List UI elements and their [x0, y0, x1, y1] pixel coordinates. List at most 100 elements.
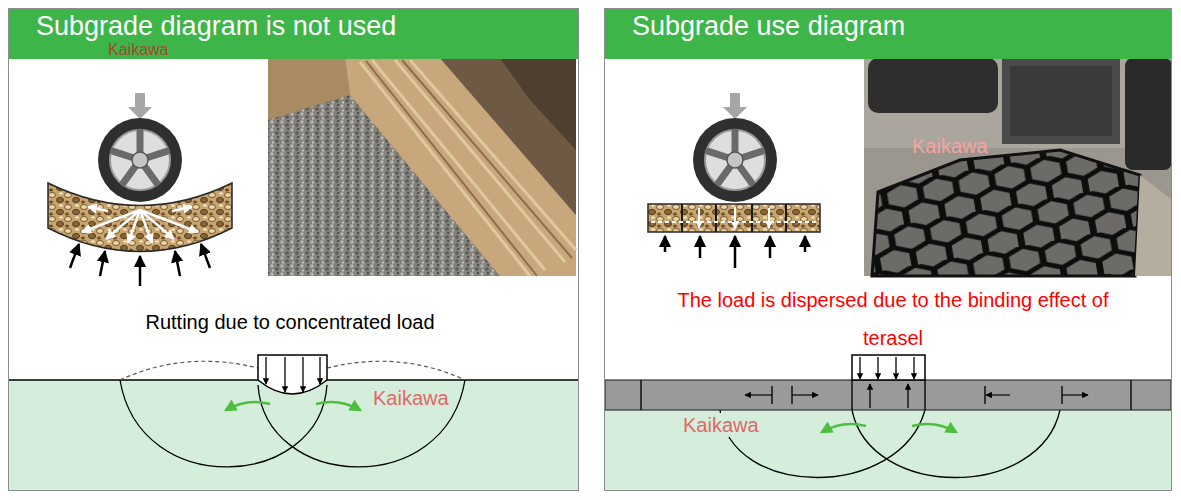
left-wheel-illustration-part: [140, 210, 174, 239]
rutting-photo-part: [268, 58, 576, 276]
rutting-photo-part: [345, 58, 576, 276]
left-wheel-illustration-part: [128, 93, 152, 119]
failure-diagram-left-part: [265, 357, 266, 384]
right-wheel-illustration-part: [768, 208, 770, 228]
note-text: Rutting due to concentrated load: [100, 310, 480, 334]
failure-diagram-right-part: [822, 424, 866, 432]
watermark-text: Kaikawa: [108, 40, 168, 59]
failure-diagram-right-part: [852, 355, 925, 380]
left-wheel-illustration-part: [70, 244, 79, 268]
left-wheel-illustration-part: [98, 118, 182, 202]
left-wheel-illustration-part: [201, 244, 210, 268]
geocell-photo-part: [868, 58, 998, 113]
right-wheel-illustration-part: [804, 236, 807, 252]
geocell-photo-part: [1135, 175, 1172, 276]
right-wheel-illustration-part: [665, 236, 805, 268]
left-wheel-illustration-part: [110, 130, 170, 190]
failure-diagram-right-part: [859, 357, 860, 379]
right-wheel-illustration-part: [693, 118, 777, 202]
rutting-photo-part: [440, 58, 576, 215]
watermark-text: Kaikawa: [370, 386, 452, 410]
failure-diagram-right-part: [745, 394, 772, 395]
right-wheel-illustration-part: [769, 236, 772, 258]
failure-diagram-left-part: [266, 357, 320, 392]
left-wheel-illustration-part: [113, 132, 166, 183]
geocell-photo-part: [864, 140, 1172, 276]
failure-diagram-left-part: [316, 402, 360, 410]
right-wheel-illustration-part: [734, 236, 737, 268]
right-wheel-illustration-part: [705, 130, 765, 190]
failure-diagram-right-part: [640, 380, 642, 410]
failure-diagram-right-part: [852, 410, 1060, 478]
right-wheel-illustration-part: [785, 204, 787, 232]
note-text: The load is dispersed due to the binding…: [658, 281, 1128, 357]
geocell-photo-part: [864, 58, 1172, 276]
rutting-photo: [268, 58, 576, 276]
left-wheel-illustration-part: [172, 207, 192, 211]
failure-diagram-right-part: [1062, 394, 1088, 395]
right-wheel-illustration-part: [734, 207, 736, 229]
failure-diagram-left-part: [226, 402, 270, 410]
right-wheel-illustration: [648, 93, 820, 268]
panel-title: Subgrade use diagram: [632, 11, 905, 42]
failure-diagram-right-part: [792, 394, 818, 395]
right-wheel-illustration-part: [723, 93, 747, 119]
failure-diagram-left-part: [258, 355, 327, 394]
panel-title: Subgrade diagram is not used: [36, 11, 396, 42]
left-wheel-illustration-part: [140, 210, 198, 232]
left-wheel-illustration-part: [82, 210, 140, 232]
left-wheel-illustration-part: [128, 210, 140, 243]
failure-diagram-right-part: [984, 386, 986, 404]
right-wheel-illustration-part: [682, 204, 786, 232]
left-wheel-illustration-part: [175, 251, 180, 276]
left-wheel-illustration-part: [139, 256, 142, 286]
failure-diagram-right-part: [860, 357, 914, 408]
geocell-photo-part: [864, 140, 1172, 276]
right-wheel-illustration-part: [699, 207, 769, 229]
failure-diagram-right-part: [924, 380, 926, 410]
right-wheel-illustration-part: [727, 152, 743, 168]
right-wheel-illustration-part: [708, 132, 761, 183]
failure-diagram-left-part: [9, 380, 578, 490]
panel-box: Subgrade use diagram: [604, 8, 1172, 491]
failure-diagram-right-part: [641, 380, 1131, 410]
geocell-photo-part: [1002, 58, 1120, 144]
failure-diagram-left-part: [284, 357, 285, 392]
failure-diagram-right-part: [913, 357, 914, 379]
failure-diagram-right-part: [851, 380, 853, 410]
geocell-photo-part: [1125, 58, 1172, 170]
watermark-text: Kaikawa: [912, 134, 988, 158]
panel-box: Subgrade diagram is not used: [8, 8, 579, 491]
failure-diagram-right-part: [720, 410, 925, 478]
failure-diagram-right: [605, 355, 1171, 490]
left-wheel-illustration-part: [88, 207, 108, 211]
right-wheel-illustration-part: [715, 204, 717, 232]
watermark-text: Kaikawa: [680, 413, 762, 437]
header-band: Subgrade use diagram: [605, 9, 1171, 59]
left-wheel-illustration-part: [100, 251, 105, 276]
failure-diagram-left-part: [120, 361, 258, 380]
geocell-photo: [864, 58, 1172, 276]
failure-diagram-left: [9, 355, 578, 490]
geocell-photo-part: [1010, 66, 1112, 136]
rutting-photo-part: [500, 58, 576, 150]
failure-diagram-left-part: [302, 357, 303, 392]
right-wheel-illustration-part: [699, 236, 702, 258]
failure-diagram-right-part: [895, 357, 896, 379]
right-wheel-illustration-part: [751, 204, 753, 232]
failure-diagram-right-part: [1130, 380, 1132, 410]
right-wheel-illustration-part: [648, 204, 820, 232]
failure-diagram-right-part: [745, 394, 1088, 395]
failure-diagram-left-part: [327, 361, 465, 380]
left-wheel-illustration: [48, 93, 232, 286]
failure-diagram-right-part: [877, 357, 878, 379]
failure-diagram-right-part: [907, 384, 908, 408]
right-wheel-illustration-part: [664, 236, 667, 252]
right-wheel-illustration-part: [698, 208, 700, 228]
failure-diagram-right-part: [869, 384, 870, 408]
